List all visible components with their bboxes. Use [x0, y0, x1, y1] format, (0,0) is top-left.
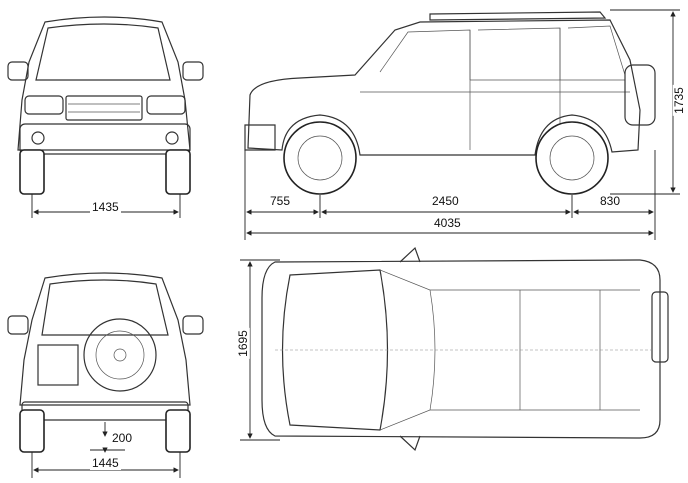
front-track-label: 1435 — [90, 200, 121, 214]
rear-view — [7, 272, 204, 478]
rear-overhang-label: 830 — [598, 194, 623, 208]
overall-width-label: 1695 — [235, 328, 250, 359]
front-overhang-label: 755 — [268, 194, 293, 208]
top-view — [240, 246, 669, 452]
overall-height-label: 1735 — [671, 85, 686, 116]
wheelbase-label: 2450 — [430, 194, 461, 208]
overall-length-label: 4035 — [432, 216, 463, 230]
rear-track-label: 1445 — [90, 456, 121, 470]
ground-clearance-label: 200 — [110, 431, 135, 445]
side-view — [244, 9, 680, 240]
front-view — [7, 16, 204, 218]
